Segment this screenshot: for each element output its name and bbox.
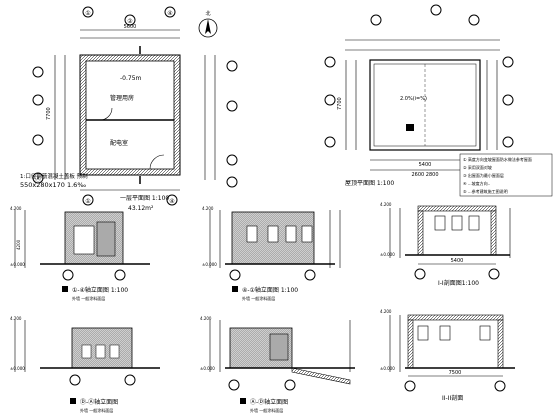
room-label: 管理用房 [110, 94, 134, 102]
legend-line-1: 1:口径钢筋混凝土盖板 预制 [20, 172, 88, 180]
elevation-sub: 外墙 一般涂料面层 [72, 295, 105, 301]
level-label: ±0.000 [10, 366, 25, 371]
level-label: 4.200 [380, 309, 392, 314]
north-arrow-icon: 北 [198, 10, 218, 38]
elevation-title: ①-④轴立面图 1:100 [72, 286, 128, 294]
level-label: ±0.000 [10, 262, 25, 267]
note-line: ④ ...坡度方向.. [463, 180, 490, 186]
level-label: 4.200 [200, 316, 212, 321]
room-label: 配电室 [110, 139, 128, 147]
elevation-sub: 外墙 一般涂料面层 [242, 295, 275, 301]
level-label: ±0.000 [380, 252, 395, 257]
level-label: 4.200 [380, 202, 392, 207]
elevation-sub: 外墙 一般涂料面层 [250, 407, 283, 413]
slope-label: 2.0%(i=%) [400, 96, 427, 102]
elevation-4: 4.200 ±0.000 Ⓐ-Ⓓ轴立面图 外墙 一般涂料面层 [200, 316, 355, 413]
level-label: ±0.000 [200, 366, 215, 371]
level-label: 4.200 [10, 316, 22, 321]
elevation-2: 4.200 ±0.000 ④-①轴立面图 1:100 外墙 一般涂料面层 [202, 206, 341, 301]
note-line: ② 采用双面对坡 [463, 164, 492, 170]
dim: 5400 [451, 258, 464, 264]
dim-side: 7700 [46, 107, 52, 120]
level-label: 4.200 [10, 206, 22, 211]
roof-plan: 7700 2.0%(i=%) 5400 2600 2800 屋顶平面图 1:10… [324, 4, 553, 197]
roof-notes: ① 高度方向变坡屋面防水做法参考屋面 ② 采用双面对坡 ③ 出屋面为最小屋面层 … [459, 153, 553, 197]
section-title: I-I剖面图1:100 [438, 279, 479, 287]
grid-label: ① [85, 198, 90, 205]
level-label: ±0.000 [380, 366, 395, 371]
level-label: ±0.000 [202, 262, 217, 267]
legend-line-2: 550x280x170 1.6‰ [20, 181, 86, 189]
plan-title: 一层平面图 1:100 [120, 195, 169, 202]
elevation-1: 4.200 ±0.000 4200 ①-④轴立面图 1:100 外墙 一般涂料面… [10, 206, 150, 301]
ground-floor-plan: ① ② ④ 5600 北 Ⓐ 7700 -0 [20, 6, 238, 212]
section-title: II-II剖面 [442, 394, 463, 402]
note-line: ① 高度方向变坡屋面防水做法参考屋面 [463, 156, 532, 162]
dim-total: 5400 [419, 162, 432, 168]
elevation-title: Ⓓ-Ⓐ轴立面图 [80, 398, 118, 406]
note-line: ⑤ ...参考建筑施工图说明 [463, 188, 508, 194]
section-1: 4.200 ±0.000 5400 I-I剖面图1:100 [380, 202, 511, 287]
dim: 4200 [16, 239, 21, 250]
plan-title: 屋顶平面图 1:100 [345, 180, 394, 187]
elevation-title: ④-①轴立面图 1:100 [242, 286, 298, 294]
dim-side: 7700 [337, 97, 343, 110]
grid-label: ④ [169, 198, 174, 205]
dim-total: 5600 [124, 24, 137, 30]
dim: 7500 [449, 370, 462, 376]
north-label: 北 [205, 10, 210, 17]
elevation-title: Ⓐ-Ⓓ轴立面图 [250, 398, 288, 406]
elev-label: -0.75m [120, 75, 142, 82]
note-line: ③ 出屋面为最小屋面层 [463, 172, 504, 178]
level-label: 4.200 [202, 206, 214, 211]
dim-sub: 2600 2800 [411, 172, 438, 178]
grid-label: ② [127, 18, 133, 25]
elevation-3: 4.200 ±0.000 Ⓓ-Ⓐ轴立面图 外墙 一般涂料面层 [10, 316, 160, 413]
grid-label: ① [85, 10, 90, 17]
grid-label: Ⓐ [35, 175, 41, 183]
grid-label: ④ [167, 10, 172, 17]
grid-bubbles-top: ① ② ④ [82, 6, 176, 26]
section-2: 4.200 ±0.000 7500 II-II剖面 [380, 309, 515, 402]
area-label: 43.12m² [128, 205, 154, 212]
elevation-sub: 外墙 一般涂料面层 [80, 407, 113, 413]
